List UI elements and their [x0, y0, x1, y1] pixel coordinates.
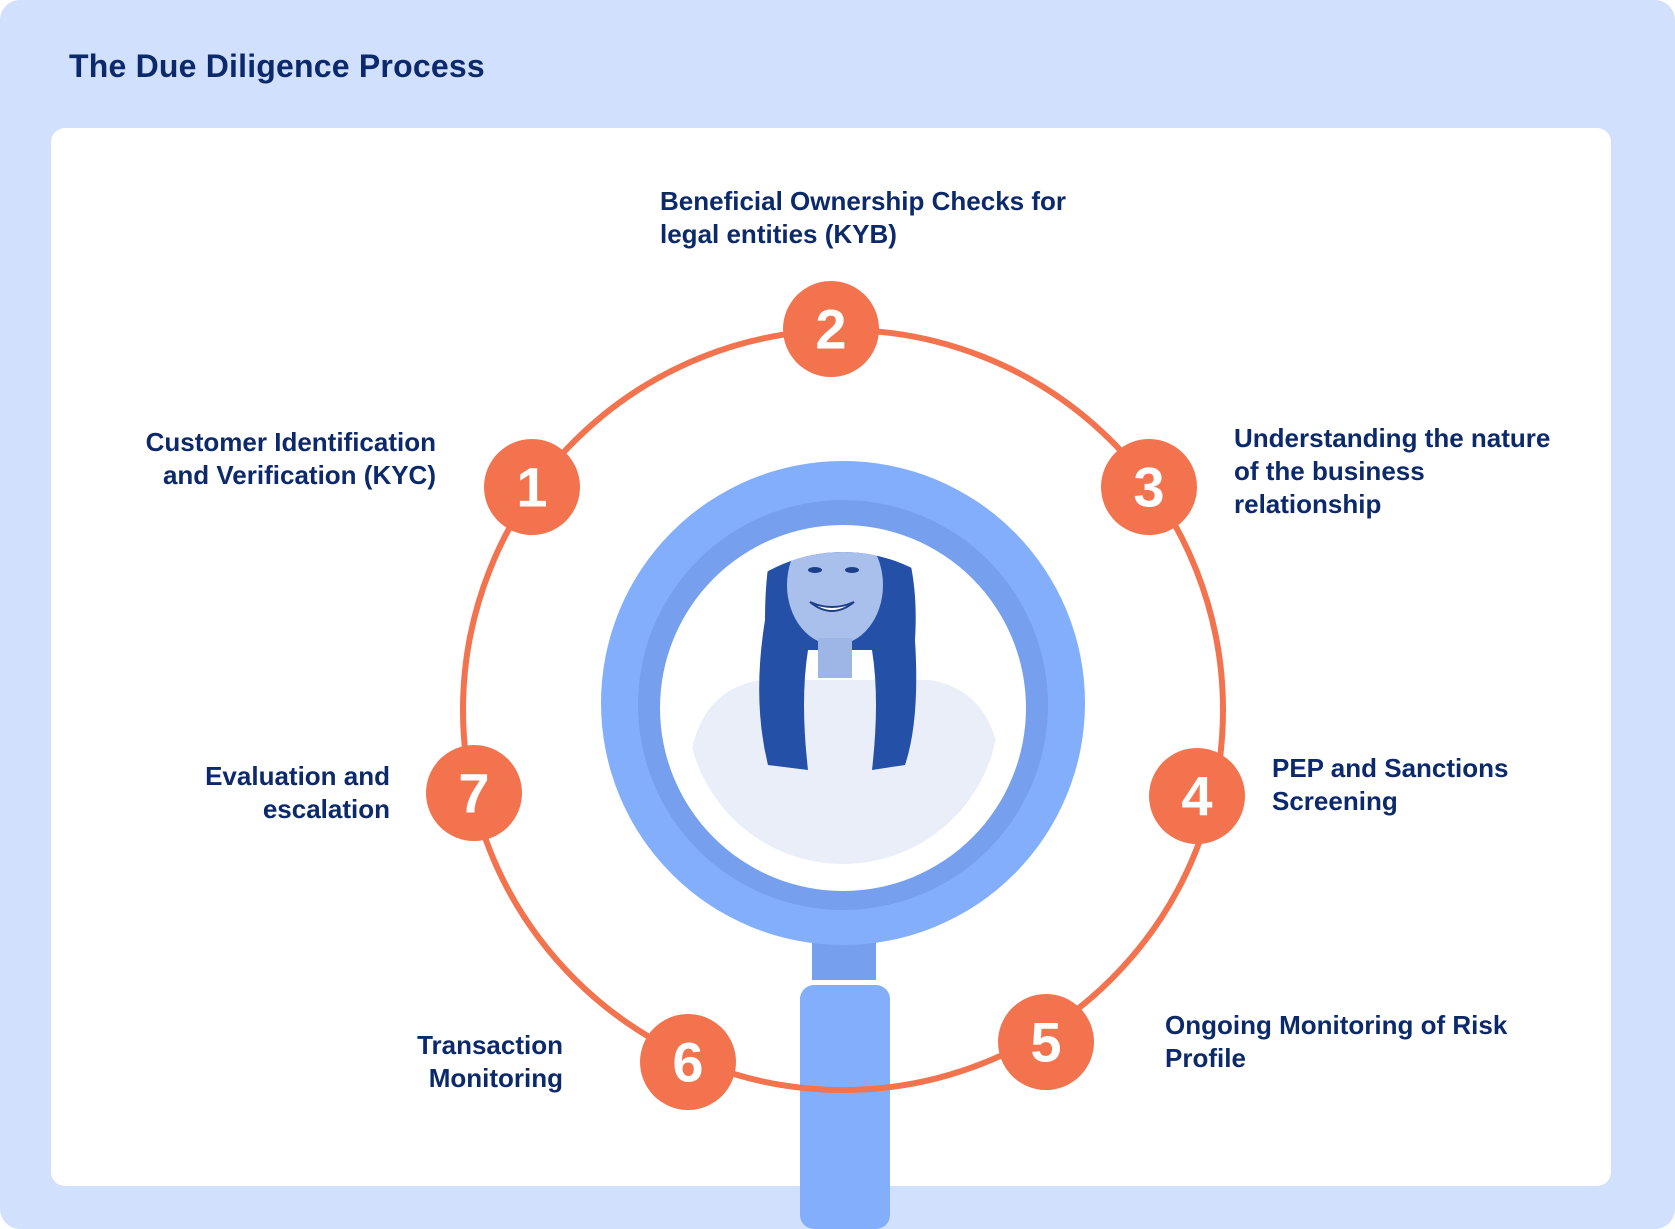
step-label-4: PEP and Sanctions Screening	[1272, 752, 1508, 818]
step-number-1: 1	[516, 456, 547, 519]
step-marker-4: 4	[1149, 748, 1245, 844]
step-label-2-line1: Beneficial Ownership Checks for	[660, 186, 1067, 216]
step-label-1-line1: Customer Identification	[145, 427, 436, 457]
page-title: The Due Diligence Process	[69, 48, 485, 84]
step-number-5: 5	[1030, 1011, 1061, 1074]
step-number-3: 3	[1133, 456, 1164, 519]
step-label-3-line2: of the business	[1234, 456, 1425, 486]
step-label-2-line2: legal entities (KYB)	[660, 219, 897, 249]
step-label-6-line2: Monitoring	[428, 1063, 563, 1093]
step-number-2: 2	[815, 298, 846, 361]
step-marker-7: 7	[426, 745, 522, 841]
step-label-7-line2: escalation	[262, 794, 390, 824]
person-photo	[687, 552, 999, 864]
step-label-6: Transaction Monitoring	[417, 1029, 563, 1095]
step-marker-3: 3	[1101, 439, 1197, 535]
step-label-7-line1: Evaluation and	[205, 761, 390, 791]
step-label-3-line3: relationship	[1234, 489, 1382, 519]
step-label-4-line1: PEP and Sanctions	[1272, 753, 1509, 783]
step-marker-6: 6	[640, 1014, 736, 1110]
step-label-1: Customer Identification and Verification…	[146, 426, 436, 492]
step-label-5: Ongoing Monitoring of Risk Profile	[1165, 1009, 1507, 1075]
step-marker-5: 5	[998, 994, 1094, 1090]
step-label-7: Evaluation and escalation	[205, 760, 390, 826]
step-label-6-line1: Transaction	[417, 1030, 563, 1060]
step-label-3-line1: Understanding the nature	[1234, 423, 1551, 453]
step-marker-2: 2	[783, 281, 879, 377]
step-number-6: 6	[672, 1031, 703, 1094]
step-label-5-line1: Ongoing Monitoring of Risk	[1165, 1010, 1508, 1040]
step-marker-1: 1	[484, 439, 580, 535]
step-label-1-line2: and Verification (KYC)	[162, 460, 436, 490]
step-number-4: 4	[1181, 765, 1212, 828]
step-label-4-line2: Screening	[1272, 786, 1398, 816]
step-label-3: Understanding the nature of the business…	[1234, 422, 1550, 521]
step-label-2: Beneficial Ownership Checks for legal en…	[660, 185, 1066, 251]
step-number-7: 7	[458, 762, 489, 825]
step-label-5-line2: Profile	[1165, 1043, 1246, 1073]
